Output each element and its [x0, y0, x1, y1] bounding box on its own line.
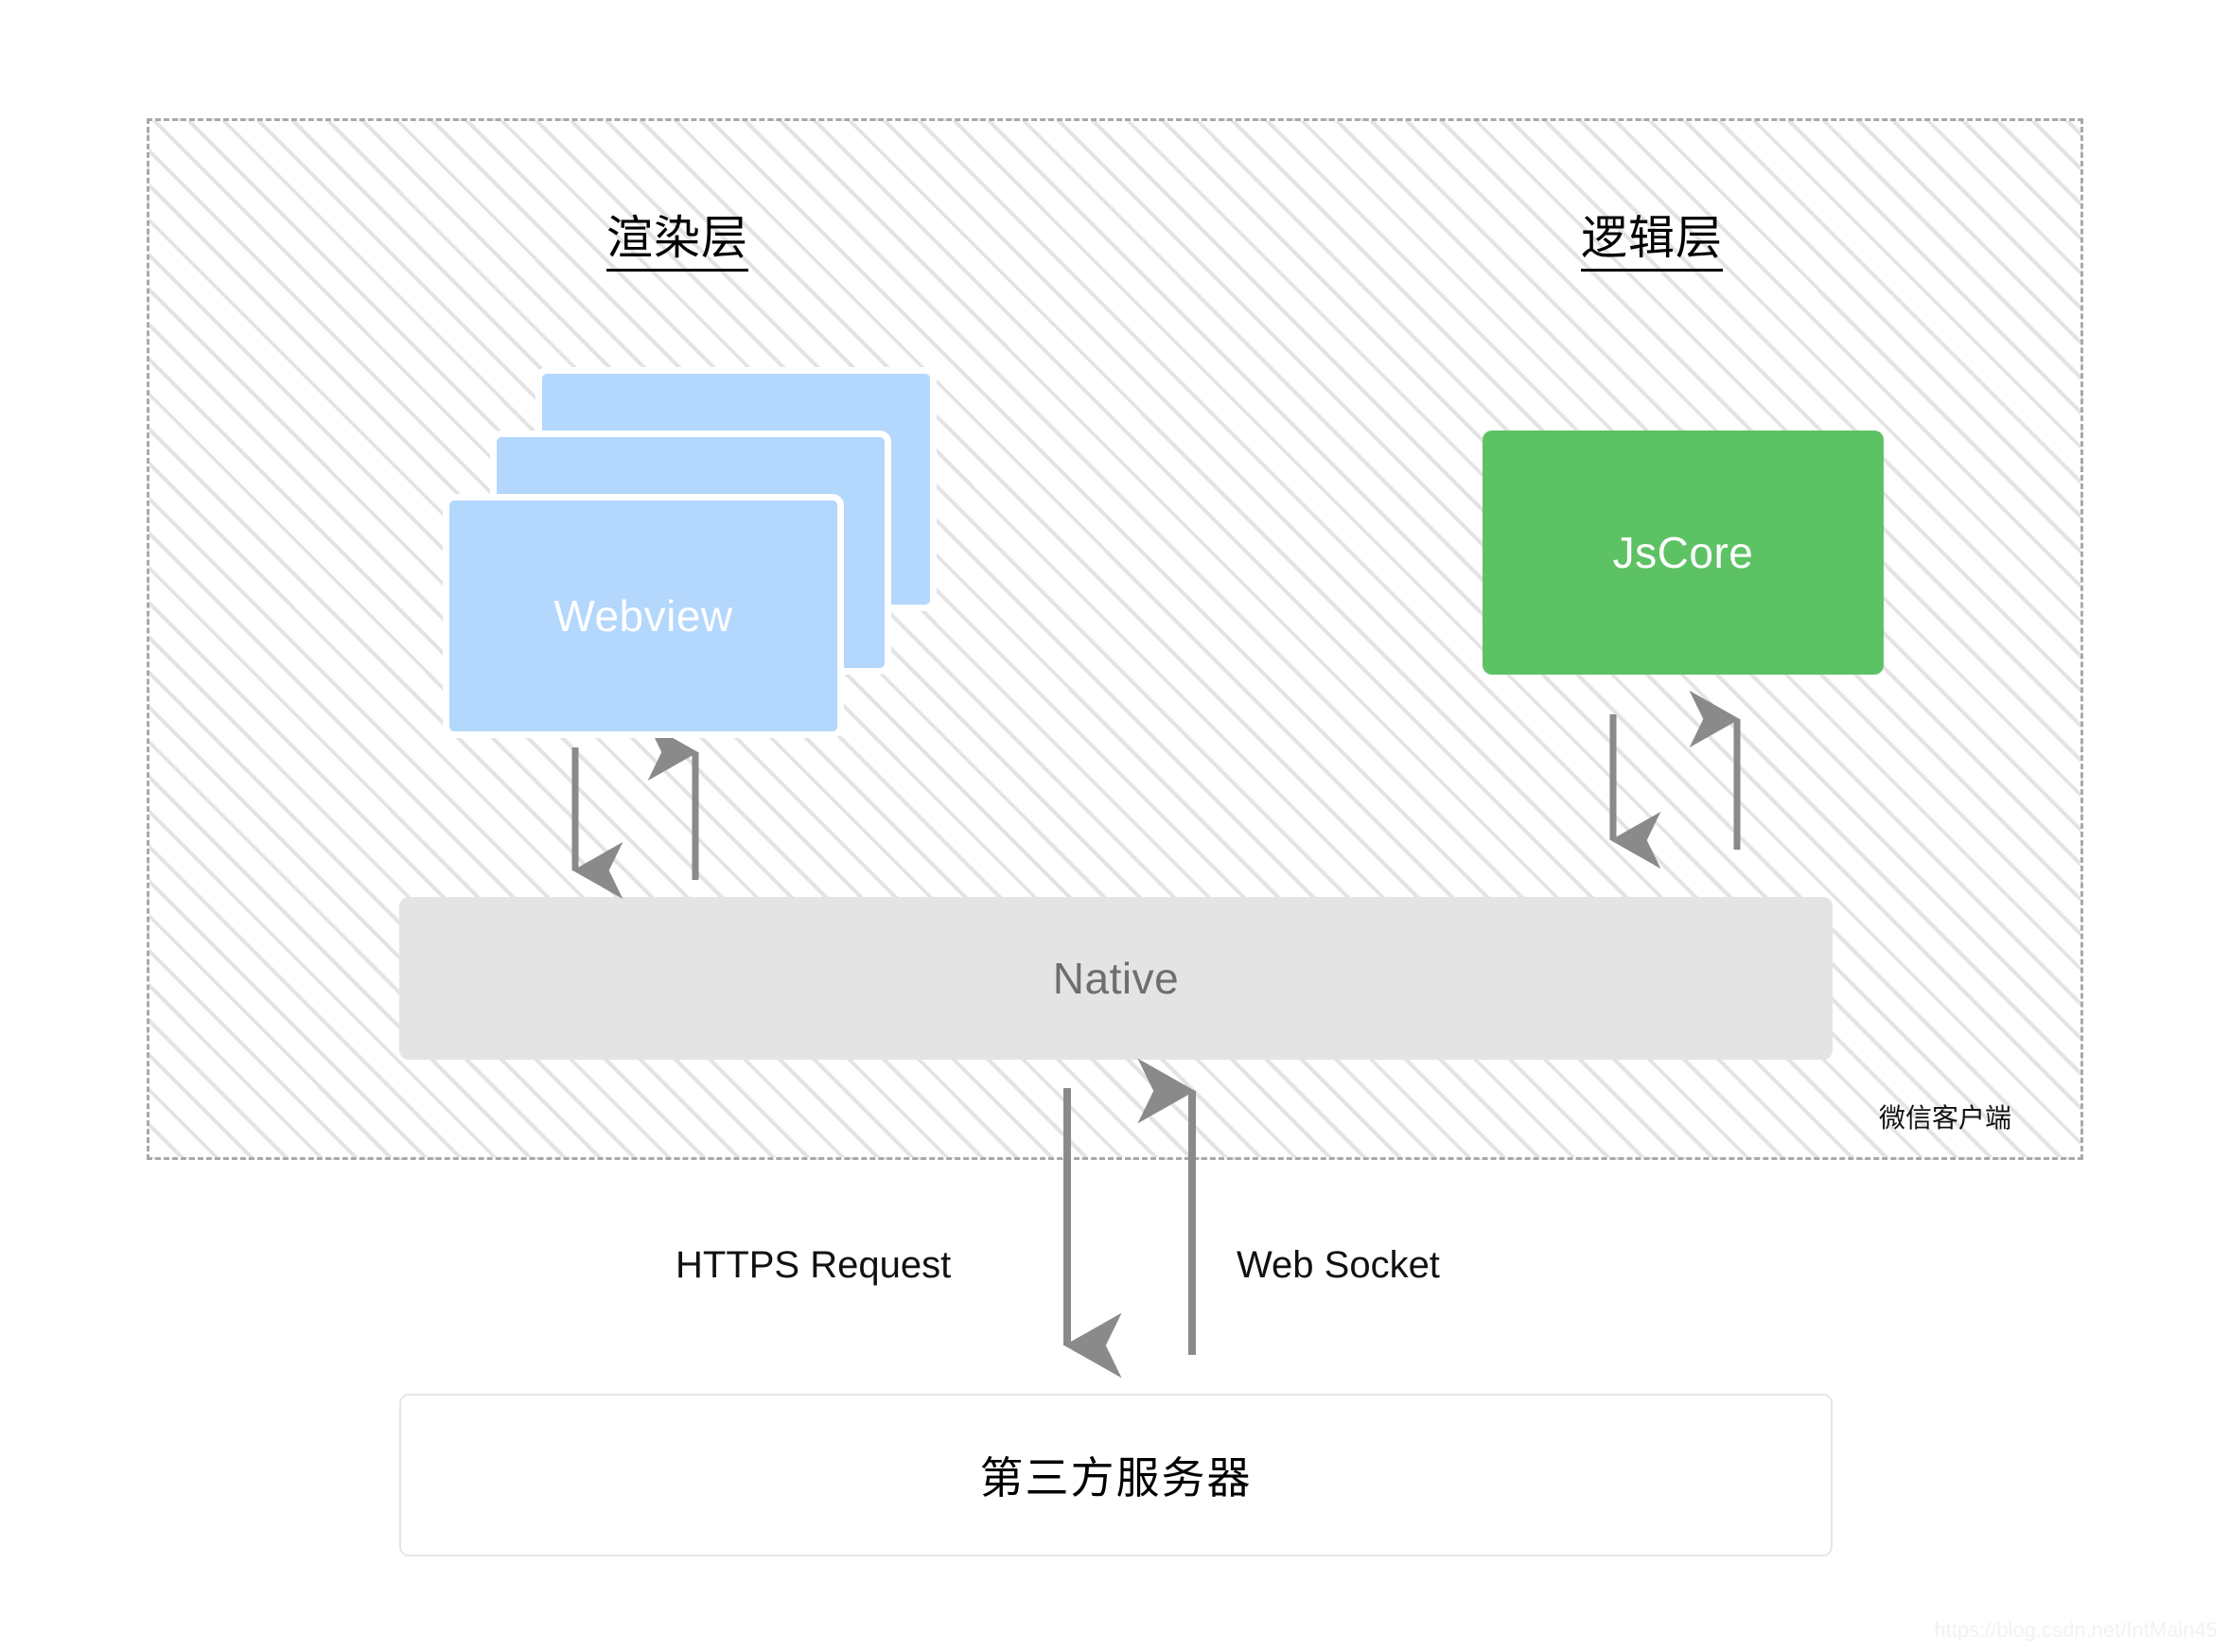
third-party-server-box[interactable]: 第三方服务器 [399, 1394, 1833, 1556]
jscore-box[interactable]: JsCore [1483, 431, 1884, 675]
native-bar[interactable]: Native [399, 897, 1833, 1060]
web-socket-label: Web Socket [1237, 1244, 1440, 1286]
webview-card-front[interactable]: Webview [443, 494, 844, 738]
jscore-label: JsCore [1612, 528, 1754, 577]
render-layer-title: 渲染层 [606, 216, 749, 272]
watermark-text: https://blog.csdn.net/IntMain45 [1934, 1618, 2218, 1642]
webview-label: Webview [553, 591, 733, 641]
third-party-server-label: 第三方服务器 [979, 1453, 1253, 1503]
wechat-client-caption: 微信客户端 [1879, 1103, 2012, 1133]
https-request-label: HTTPS Request [676, 1244, 952, 1286]
logic-layer-title: 逻辑层 [1581, 216, 1724, 272]
native-label: Native [1052, 954, 1180, 1003]
